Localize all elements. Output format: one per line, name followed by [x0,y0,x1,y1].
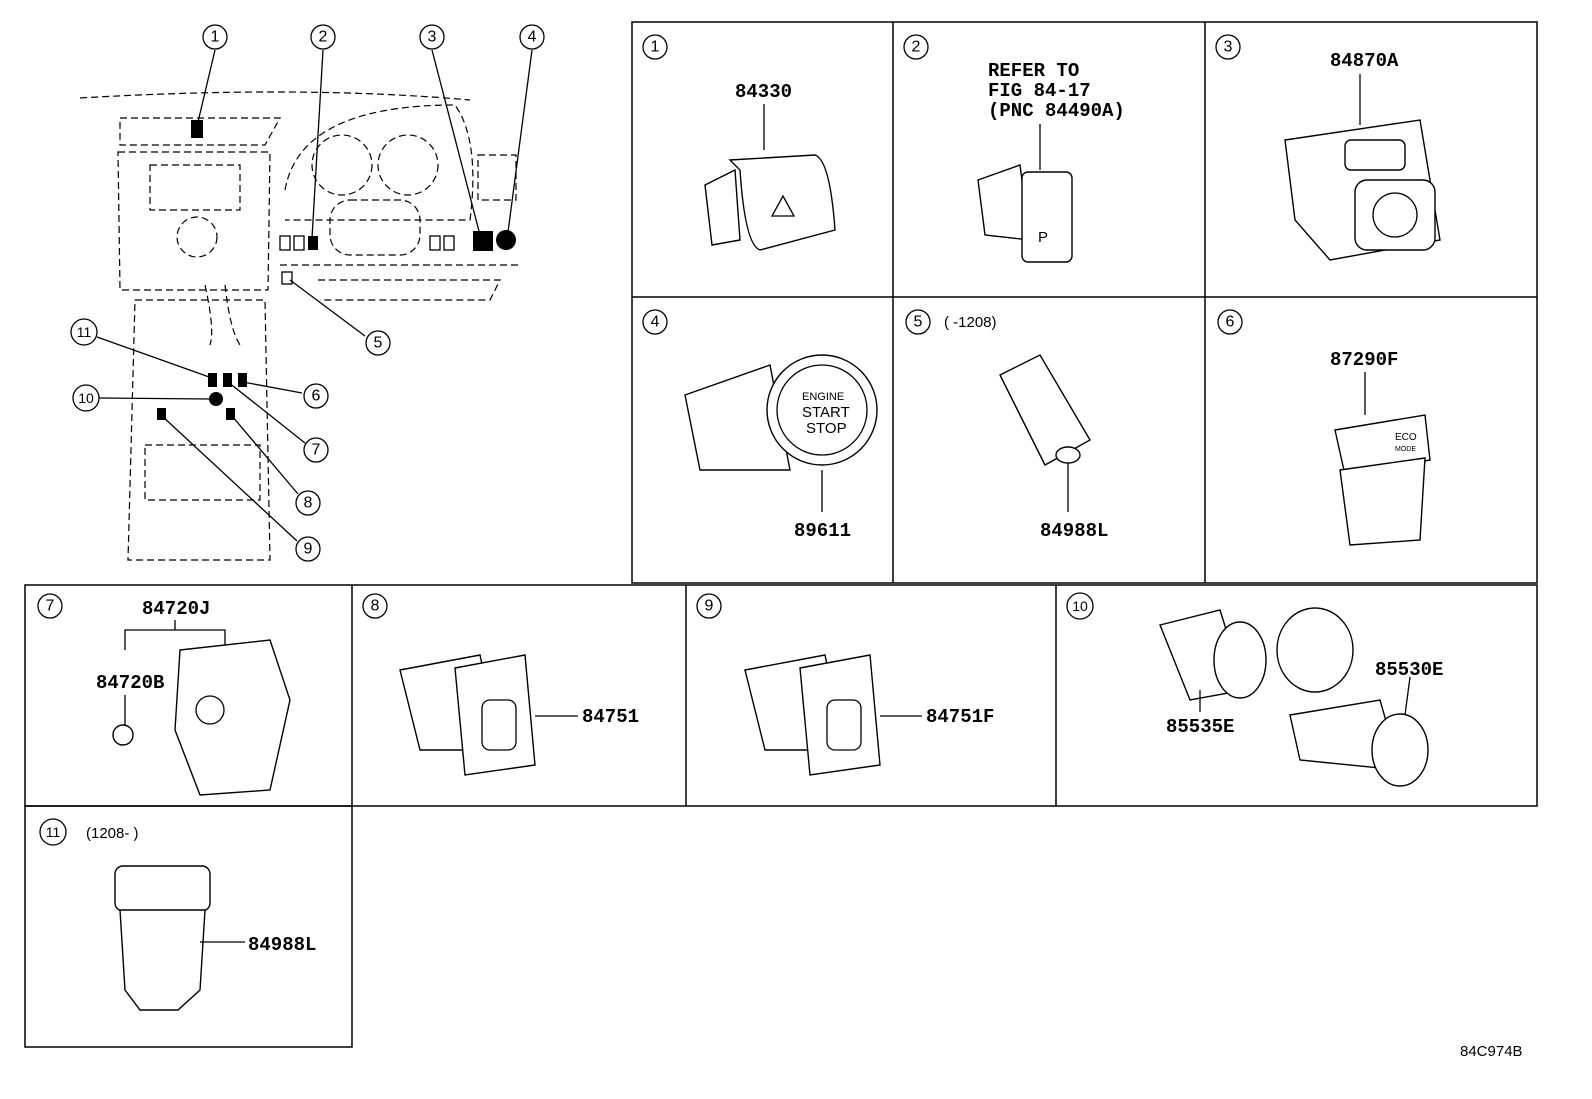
panel-2-switch: REFER TO FIG 84-17 (PNC 84490A) P [977,60,1125,263]
svg-text:( -1208): ( -1208) [944,314,997,331]
svg-text:MODE: MODE [1395,446,1416,453]
svg-text:6: 6 [312,388,321,405]
svg-text:7: 7 [312,442,321,459]
svg-text:11: 11 [77,324,92,340]
svg-text:FIG 84-17: FIG 84-17 [988,80,1091,102]
callout-7: 7 [303,437,329,463]
svg-text:STOP: STOP [806,420,847,437]
svg-text:8: 8 [371,598,380,615]
svg-text:ENGINE: ENGINE [802,391,844,403]
svg-text:85535E: 85535E [1166,716,1234,738]
panel-7-switch: 84720J 84720B [96,598,291,796]
svg-text:89611: 89611 [794,520,851,542]
overview-markers [157,120,516,420]
svg-text:6: 6 [1226,314,1235,331]
panel-9-seat-heater-switch: 84751F [744,654,994,776]
callout-11: 11 [70,318,98,346]
panel-3-mirror-switch: 84870A [1284,50,1441,261]
panel-6-eco-mode-switch: 87290F ECO MODE [1330,349,1431,546]
svg-text:1: 1 [211,29,220,46]
panel-8-seat-heater-switch: 84751 [399,654,639,776]
svg-text:P: P [1038,229,1048,246]
svg-text:84988L: 84988L [1040,520,1108,542]
svg-text:4: 4 [651,314,660,331]
callout-5: 5 [365,330,391,356]
callout-2: 2 [310,24,336,50]
svg-text:5: 5 [374,335,383,352]
svg-text:START: START [802,404,850,421]
callout-8: 8 [295,490,321,516]
callout-3: 3 [419,24,445,50]
panel-11-switch: (1208- ) 84988L [86,825,316,1011]
svg-text:84330: 84330 [735,81,792,103]
panel-grid [24,21,1538,1048]
svg-text:ECO: ECO [1395,432,1417,443]
svg-text:REFER TO: REFER TO [988,60,1079,82]
svg-text:10: 10 [78,390,94,406]
svg-text:8: 8 [304,495,313,512]
panel-10-power-outlet: 85535E 85530E [1159,607,1443,787]
svg-text:7: 7 [46,598,55,615]
svg-text:84720B: 84720B [96,672,164,694]
svg-text:2: 2 [319,29,328,46]
svg-text:3: 3 [1224,39,1233,56]
panel-numbers: 1 2 3 4 5 6 7 8 9 10 11 [37,34,1243,846]
panel-5-switch: ( -1208) 84988L [944,314,1108,542]
svg-text:11: 11 [46,824,61,840]
callout-1: 1 [202,24,228,50]
svg-text:84870A: 84870A [1330,50,1399,72]
callout-4: 4 [519,24,545,50]
dashboard-overview [79,91,520,561]
diagram-code: 84C974B [1460,1043,1523,1060]
svg-text:1: 1 [651,39,660,56]
callout-10: 10 [72,384,100,412]
overview-leaders [96,49,533,542]
panel-1-hazard-switch: 84330 [704,81,836,251]
svg-text:(1208- ): (1208- ) [86,825,139,842]
svg-text:84751: 84751 [582,706,639,728]
svg-text:84988L: 84988L [248,934,316,956]
panel-4-engine-start-button: ENGINE START STOP 89611 [684,354,878,542]
svg-text:84720J: 84720J [142,598,210,620]
callout-6: 6 [303,383,329,409]
svg-text:2: 2 [912,39,921,56]
callout-9: 9 [295,536,321,562]
svg-text:(PNC 84490A): (PNC 84490A) [988,100,1125,122]
svg-text:5: 5 [914,314,923,331]
svg-text:87290F: 87290F [1330,349,1398,371]
svg-text:10: 10 [1072,598,1088,614]
svg-text:85530E: 85530E [1375,659,1443,681]
overview-callouts: 1 2 3 4 5 6 7 8 9 10 11 [70,24,545,562]
svg-text:9: 9 [705,598,714,615]
svg-text:9: 9 [304,541,313,558]
svg-text:4: 4 [528,29,537,46]
svg-text:84751F: 84751F [926,706,994,728]
svg-text:3: 3 [428,29,437,46]
